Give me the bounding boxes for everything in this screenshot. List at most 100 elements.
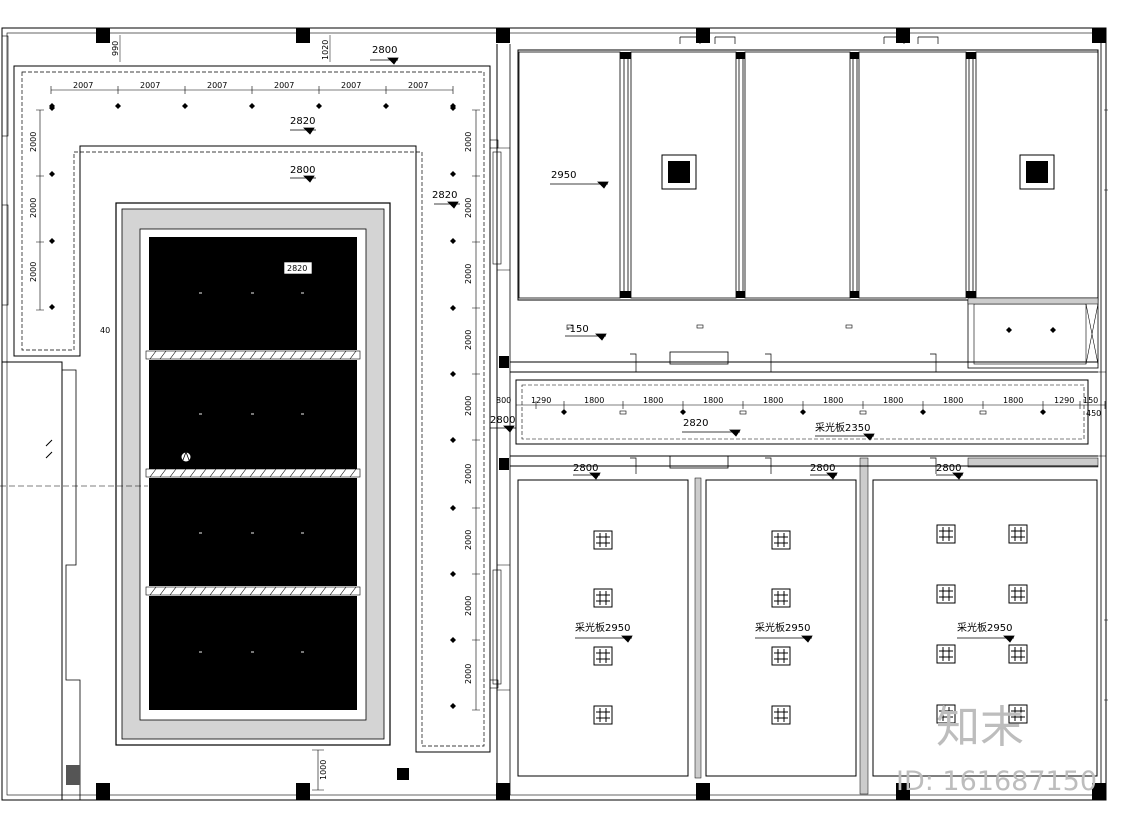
ring-dim-label: 2000 bbox=[464, 464, 473, 484]
ring-dim-label: 2000 bbox=[464, 198, 473, 218]
linear-light-icon bbox=[739, 410, 747, 415]
downlight-icon bbox=[450, 437, 456, 443]
dim-bottom: 1000 bbox=[319, 760, 328, 780]
hatched-beams bbox=[145, 350, 361, 596]
downlight-icon bbox=[450, 571, 456, 577]
dim-top-a: 990 bbox=[111, 41, 120, 56]
dark-ceiling-panels bbox=[149, 237, 357, 710]
left-dim-label: 2000 bbox=[29, 198, 38, 218]
watermark: 知末 ID: 161687150 bbox=[896, 702, 1097, 797]
downlight-icon bbox=[450, 637, 456, 643]
level-room-b1-top: 2800 bbox=[573, 463, 598, 474]
level-corridor-right: 采光板2350 bbox=[815, 421, 870, 434]
ring-dim-label: 2000 bbox=[464, 596, 473, 616]
linear-light-icon bbox=[696, 324, 704, 329]
columns bbox=[96, 28, 1106, 800]
linear-light-icon bbox=[845, 324, 853, 329]
plan-structure bbox=[0, 27, 1108, 801]
grille-light-icon bbox=[593, 588, 613, 608]
ring-dim-label: 2000 bbox=[464, 330, 473, 350]
corridor-dim-label: 1800 bbox=[584, 396, 604, 405]
downlight-icon bbox=[383, 103, 389, 109]
level-room-b3-top: 2800 bbox=[936, 463, 961, 474]
watermark-id: ID: 161687150 bbox=[896, 766, 1097, 797]
level-ring-1: 2820 bbox=[290, 116, 315, 127]
corridor-dim-label: 1800 bbox=[823, 396, 843, 405]
left-dim-label: 2000 bbox=[29, 132, 38, 152]
grille-light-icon bbox=[771, 588, 791, 608]
downlight-icon bbox=[920, 409, 926, 415]
grille-light-icon bbox=[771, 646, 791, 666]
corridor-dim-label: 1800 bbox=[703, 396, 723, 405]
grille-light-icon bbox=[1008, 584, 1028, 604]
corridor-dim-label: 1290 bbox=[1054, 396, 1074, 405]
light-fixtures bbox=[49, 103, 1056, 725]
downlight-icon bbox=[800, 409, 806, 415]
downlight-icon bbox=[450, 171, 456, 177]
downlight-icon bbox=[49, 238, 55, 244]
downlight-icon bbox=[249, 103, 255, 109]
grille-light-icon bbox=[1008, 524, 1028, 544]
linear-light-icon bbox=[859, 410, 867, 415]
grille-light-icon bbox=[593, 705, 613, 725]
downlight-icon bbox=[450, 371, 456, 377]
annotation-labels: 990 1020 2800 2820 2800 2820 2820 40 280… bbox=[100, 40, 1101, 780]
corridor-dim-label: 1800 bbox=[1003, 396, 1023, 405]
grille-light-icon bbox=[593, 646, 613, 666]
grille-light-icon bbox=[936, 644, 956, 664]
top-dim-label: 2007 bbox=[207, 81, 227, 90]
grille-light-icon bbox=[1008, 704, 1028, 724]
downlight-icon bbox=[450, 505, 456, 511]
level-top-room: 2950 bbox=[551, 170, 576, 181]
linear-light-icon bbox=[979, 410, 987, 415]
grille-light-icon bbox=[593, 530, 613, 550]
downlight-icon bbox=[450, 703, 456, 709]
corridor-dim-label: 1800 bbox=[643, 396, 663, 405]
grille-light-icon bbox=[936, 704, 956, 724]
level-top: 2800 bbox=[372, 45, 397, 56]
downlight-icon bbox=[1050, 327, 1056, 333]
downlight-icon bbox=[316, 103, 322, 109]
downlight-icon bbox=[49, 304, 55, 310]
top-dim-label: 2007 bbox=[408, 81, 428, 90]
level-marks bbox=[290, 57, 1015, 643]
downlight-icon bbox=[1040, 409, 1046, 415]
ring-dim-label: 2000 bbox=[464, 396, 473, 416]
downlight-icon bbox=[450, 105, 456, 111]
watermark-brand: 知末 bbox=[936, 702, 1024, 753]
grille-light-icon bbox=[1008, 644, 1028, 664]
level-step: -150 bbox=[566, 324, 589, 335]
level-corridor-left: 2800 bbox=[490, 415, 515, 426]
ceiling-diffuser-square bbox=[661, 154, 1055, 190]
top-dimension-labels: 2007 2007 2007 2007 2007 2007 bbox=[73, 81, 428, 90]
downlight-icon bbox=[115, 103, 121, 109]
corridor-dim-label: 1290 bbox=[531, 396, 551, 405]
grille-light-icon bbox=[771, 530, 791, 550]
downlight-icon bbox=[182, 103, 188, 109]
linear-light-icon bbox=[619, 410, 627, 415]
downlight-icon bbox=[49, 171, 55, 177]
downlight-icon bbox=[1006, 327, 1012, 333]
dim-side-40: 40 bbox=[100, 326, 110, 335]
downlight-icon bbox=[561, 409, 567, 415]
room-b1-label: 采光板2950 bbox=[575, 621, 630, 634]
corridor-dim-label: 150 bbox=[1083, 396, 1098, 405]
downlight-icon bbox=[450, 305, 456, 311]
ring-dim-label: 2000 bbox=[464, 264, 473, 284]
grille-light-icon bbox=[936, 524, 956, 544]
dimension-lines bbox=[36, 35, 1106, 711]
top-dim-label: 2007 bbox=[341, 81, 361, 90]
ring-dim-label: 2000 bbox=[464, 530, 473, 550]
dim-right-edge: 450 bbox=[1086, 409, 1101, 418]
downlight-icon bbox=[49, 105, 55, 111]
linear-light-icon bbox=[566, 324, 574, 329]
top-dim-label: 2007 bbox=[274, 81, 294, 90]
top-dim-label: 2007 bbox=[73, 81, 93, 90]
outer-wall bbox=[1, 27, 1107, 801]
level-ring-2: 2800 bbox=[290, 165, 315, 176]
top-dim-label: 2007 bbox=[140, 81, 160, 90]
corridor-dim-label: 1800 bbox=[943, 396, 963, 405]
